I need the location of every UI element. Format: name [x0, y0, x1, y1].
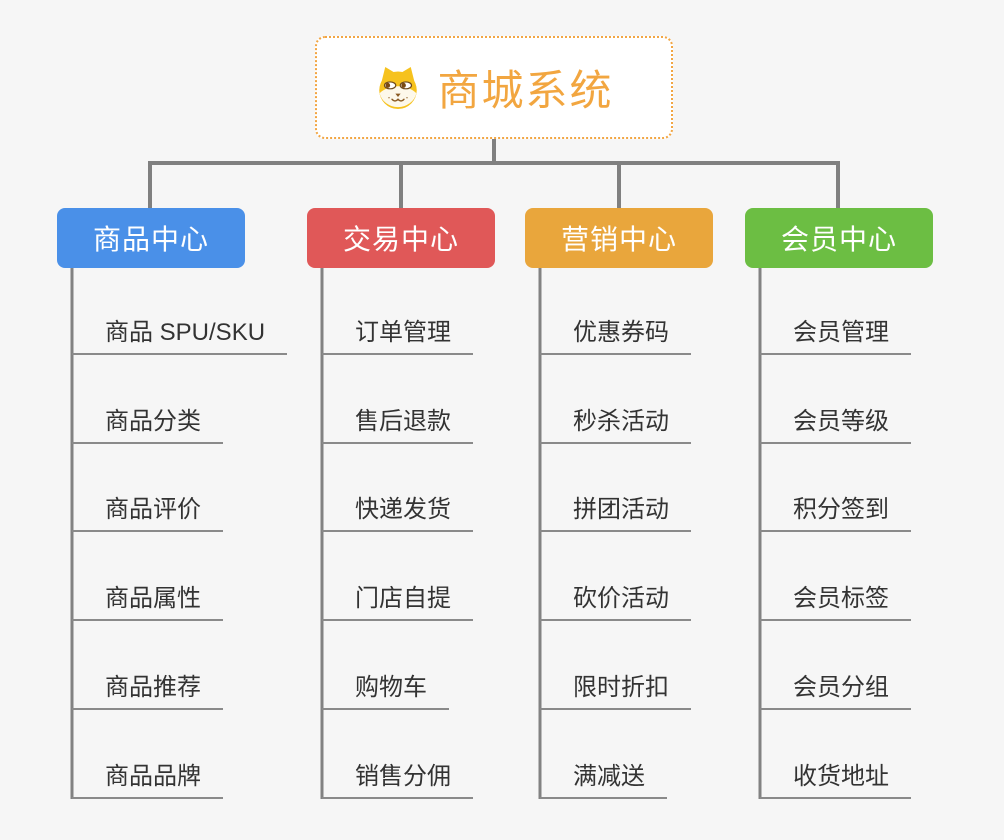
- leaf-node[interactable]: 会员等级: [760, 407, 911, 444]
- leaf-node[interactable]: 销售分佣: [322, 762, 473, 799]
- leaf-node[interactable]: 秒杀活动: [540, 407, 691, 444]
- leaf-node[interactable]: 售后退款: [322, 407, 473, 444]
- leaf-node[interactable]: 收货地址: [760, 762, 911, 799]
- leaf-node[interactable]: 优惠券码: [540, 318, 691, 355]
- branch-node-trade-center[interactable]: 交易中心: [307, 208, 495, 268]
- leaf-node[interactable]: 快递发货: [322, 495, 473, 532]
- branch-node-member-center[interactable]: 会员中心: [745, 208, 933, 268]
- leaf-node[interactable]: 商品推荐: [72, 673, 223, 710]
- leaf-node[interactable]: 订单管理: [322, 318, 473, 355]
- leaf-node[interactable]: 会员管理: [760, 318, 911, 355]
- leaf-node[interactable]: 门店自提: [322, 584, 473, 621]
- leaf-node[interactable]: 商品品牌: [72, 762, 223, 799]
- leaf-node[interactable]: 商品 SPU/SKU: [72, 318, 288, 355]
- branch-bus-line: [148, 161, 840, 209]
- branch-node-product-center[interactable]: 商品中心: [57, 208, 245, 268]
- leaf-node[interactable]: 商品分类: [72, 407, 223, 444]
- leaf-node[interactable]: 会员标签: [760, 584, 911, 621]
- leaf-node[interactable]: 拼团活动: [540, 495, 691, 532]
- leaf-node[interactable]: 商品属性: [72, 584, 223, 621]
- leaf-node[interactable]: 限时折扣: [540, 673, 691, 710]
- leaf-node[interactable]: 会员分组: [760, 673, 911, 710]
- leaf-node[interactable]: 积分签到: [760, 495, 911, 532]
- leaf-node[interactable]: 购物车: [322, 673, 449, 710]
- leaf-node[interactable]: 商品评价: [72, 495, 223, 532]
- root-title: 商城系统: [437, 67, 614, 114]
- leaf-node[interactable]: 满减送: [540, 762, 667, 799]
- leaf-node[interactable]: 砍价活动: [540, 584, 691, 621]
- dog-face-icon: [374, 64, 422, 112]
- root-node[interactable]: 商城系统: [315, 36, 673, 139]
- branch-node-marketing-center[interactable]: 营销中心: [525, 208, 713, 268]
